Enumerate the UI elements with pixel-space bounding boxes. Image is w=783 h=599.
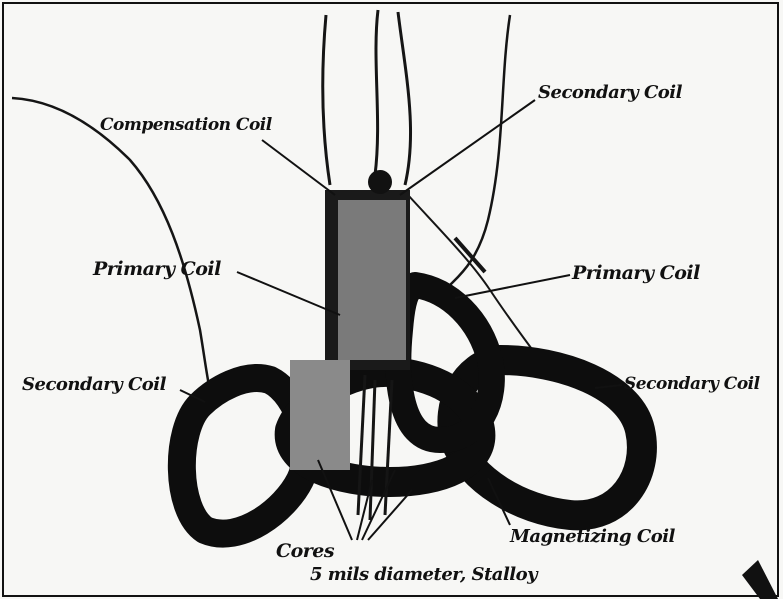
- label-secondary-coil-top: Secondary Coil: [538, 82, 682, 103]
- label-primary-coil-left: Primary Coil: [93, 258, 221, 280]
- secondary-lead-wire: [12, 98, 212, 400]
- pointer-line: [237, 272, 340, 315]
- core-lower-gray: [290, 360, 350, 470]
- label-magnetizing-coil: Magnetizing Coil: [510, 526, 675, 547]
- label-secondary-coil-left: Secondary Coil: [22, 374, 166, 395]
- label-primary-coil-right: Primary Coil: [572, 262, 700, 284]
- lead-wire: [323, 15, 330, 185]
- label-cores-spec: 5 mils diameter, Stalloy: [310, 564, 537, 585]
- lead-wire: [398, 12, 411, 185]
- label-cores: Cores: [276, 540, 334, 562]
- core-wire: [370, 380, 375, 520]
- label-secondary-coil-right: Secondary Coil: [624, 374, 760, 394]
- pointer-line: [400, 100, 535, 195]
- core-top-knob: [368, 170, 392, 194]
- corner-mark: [742, 560, 778, 599]
- label-compensation-coil: Compensation Coil: [100, 115, 272, 135]
- pointer-line: [455, 275, 570, 298]
- lead-wire: [375, 10, 378, 175]
- core-block-gray: [338, 200, 406, 360]
